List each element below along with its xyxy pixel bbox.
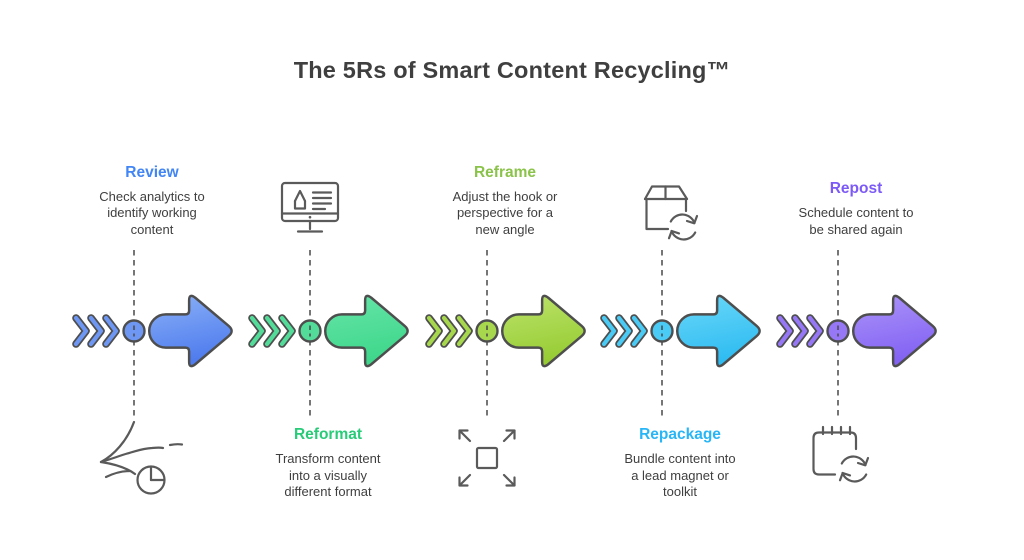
stage-description: Transform content into a visually differ…: [275, 451, 381, 499]
flow-arrow: [675, 294, 761, 368]
flow-arrow: [500, 294, 586, 368]
analytics-wind-clock-icon: [99, 420, 184, 495]
package-refresh-icon: [643, 185, 699, 241]
flow-arrow: [323, 294, 409, 368]
timeline-node: [122, 319, 146, 343]
chevron-marks: [600, 314, 648, 348]
flow-band: [425, 294, 586, 368]
diagram-title: The 5Rs of Smart Content Recycling™: [293, 57, 731, 83]
flow-arrow: [851, 294, 937, 368]
timeline-node: [475, 319, 499, 343]
expand-arrows-icon: [458, 429, 516, 487]
stage-label: Reformat: [293, 426, 363, 443]
stage-description: Check analytics to identify working cont…: [99, 188, 205, 237]
stage-reframe: Reframe Adjust the hook or perspective f…: [397, 0, 613, 560]
stage-text-block: Review Check analytics to identify worki…: [50, 164, 254, 239]
timeline-node: [826, 319, 850, 343]
chevron-marks: [776, 314, 824, 348]
flow-band: [248, 294, 409, 368]
stage-label: Repackage: [639, 426, 721, 443]
chevron-marks: [72, 314, 120, 348]
flow-band: [600, 294, 761, 368]
stage-text-block: Repackage Bundle content into a lead mag…: [578, 426, 782, 501]
stage-reformat: Reformat Transform content into a visual…: [220, 0, 436, 560]
stage-text-block: Reformat Transform content into a visual…: [226, 426, 430, 501]
flow-band: [776, 294, 937, 368]
stage-text-block: Reframe Adjust the hook or perspective f…: [403, 164, 607, 239]
timeline-node: [650, 319, 674, 343]
flow-arrow: [147, 294, 233, 368]
flow-band: [72, 294, 233, 368]
stage-label: Review: [125, 163, 179, 181]
stage-repackage: Repackage Bundle content into a lead mag…: [572, 0, 788, 560]
timeline-node: [298, 319, 322, 343]
monitor-pencil-icon: [280, 181, 340, 233]
stage-description: Bundle content into a lead magnet or too…: [624, 451, 736, 499]
calendar-refresh-icon: [812, 425, 870, 483]
stage-label: Repost: [829, 180, 883, 197]
stage-repost: Repost Schedule content to be shared aga…: [748, 0, 964, 560]
stage-label: Reframe: [473, 163, 537, 181]
chevron-marks: [425, 314, 473, 348]
chevron-marks: [248, 314, 296, 348]
stage-description: Adjust the hook or perspective for a new…: [452, 188, 558, 237]
stage-description: Schedule content to be shared again: [798, 205, 914, 237]
stage-review: Review Check analytics to identify worki…: [44, 0, 260, 560]
stage-text-block: Repost Schedule content to be shared aga…: [754, 180, 958, 238]
